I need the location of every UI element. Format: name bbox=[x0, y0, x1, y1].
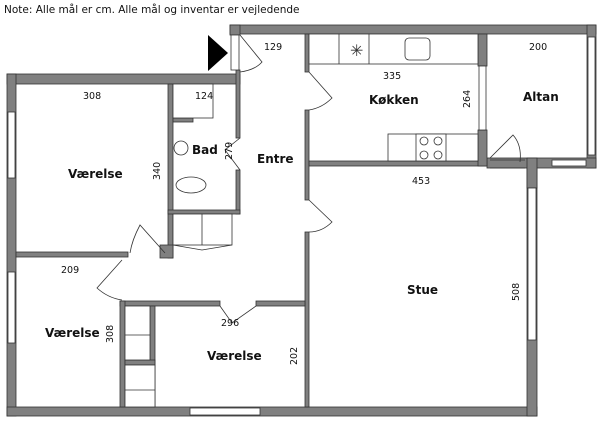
dim-vaerelse1-height: 340 bbox=[152, 162, 163, 180]
dim-entrance: 129 bbox=[264, 42, 282, 53]
dim-vaerelse2-height: 308 bbox=[105, 325, 116, 343]
dim-vaerelse1-width: 308 bbox=[83, 91, 101, 102]
room-label-altan: Altan bbox=[523, 90, 559, 104]
note-text: Note: Alle mål er cm. Alle mål og invent… bbox=[4, 4, 300, 16]
room-label-vaerelse-3: Værelse bbox=[207, 349, 262, 363]
room-label-koekken: Køkken bbox=[369, 93, 419, 107]
kitchen-sink-icon bbox=[404, 37, 431, 61]
dim-altan: 200 bbox=[529, 42, 547, 53]
dim-vaerelse2-width: 209 bbox=[61, 265, 79, 276]
room-label-vaerelse-2: Værelse bbox=[45, 326, 100, 340]
dim-bad: 279 bbox=[224, 142, 235, 160]
room-label-vaerelse-1: Værelse bbox=[68, 167, 123, 181]
dim-vaerelse3-width: 296 bbox=[221, 318, 239, 329]
dim-koekken-width: 335 bbox=[383, 71, 401, 82]
dim-bad-closet: 124 bbox=[195, 91, 213, 102]
toilet-icon bbox=[175, 176, 207, 194]
dim-vaerelse3-height: 202 bbox=[289, 347, 300, 365]
room-label-stue: Stue bbox=[407, 283, 438, 297]
fixtures: ✳ bbox=[124, 33, 479, 408]
room-label-bad: Bad bbox=[192, 143, 218, 157]
doors bbox=[96, 34, 525, 324]
dim-stue-height: 508 bbox=[511, 283, 522, 301]
walls bbox=[6, 24, 597, 417]
entrance-arrow-icon bbox=[208, 35, 228, 71]
windows bbox=[7, 34, 596, 416]
room-label-entre: Entre bbox=[257, 152, 294, 166]
dim-stue-width: 453 bbox=[412, 176, 430, 187]
dim-koekken-height: 264 bbox=[462, 90, 473, 108]
fan-icon: ✳ bbox=[350, 41, 363, 60]
sink-icon bbox=[173, 140, 189, 156]
